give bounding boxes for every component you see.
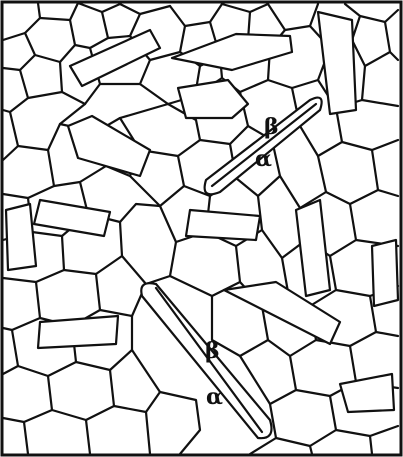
elongated-grain (6, 204, 36, 270)
elongated-grain (372, 240, 398, 306)
phase-label-alpha-lower: α (206, 384, 223, 410)
phase-label-alpha-upper: α (255, 146, 272, 172)
phase-label-beta-lower: β (205, 338, 220, 364)
elongated-grain (186, 210, 260, 240)
elongated-grain (38, 316, 118, 348)
phase-label-beta-upper: β (264, 114, 279, 140)
